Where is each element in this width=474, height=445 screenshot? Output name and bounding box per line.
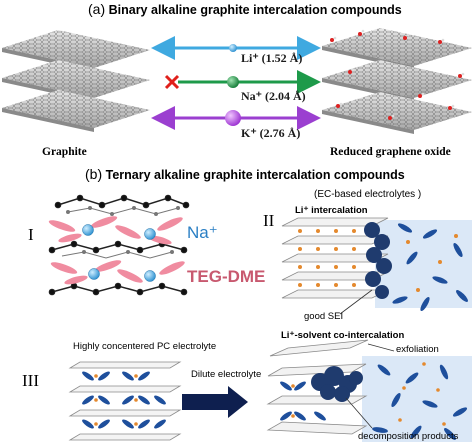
- numeral-II: II: [263, 211, 275, 230]
- carbon-layer: [48, 240, 188, 259]
- rgo-stack: [322, 28, 472, 134]
- li-ion-ball: [229, 44, 237, 52]
- carbon-layer: [48, 282, 188, 296]
- exfoliation-pointer: [367, 343, 395, 352]
- li-ion-path: [151, 36, 321, 60]
- numeral-III: III: [22, 371, 39, 390]
- k-ion-path: [151, 106, 321, 130]
- dilute-arrow: [182, 386, 248, 418]
- graphite-label: Graphite: [42, 146, 87, 158]
- sei-pointer: [339, 289, 373, 315]
- carbon-layer: [54, 194, 190, 216]
- solvent-molecules: [392, 223, 468, 312]
- numeral-I: I: [28, 225, 34, 244]
- exfoliation-label: exfoliation: [396, 344, 439, 355]
- li-ion-label: Li⁺ (1.52 Å): [241, 51, 303, 65]
- decomposition-label: decomposition products: [358, 431, 459, 442]
- teg-dme-molecules: [48, 216, 185, 285]
- k-ion-ball: [225, 110, 241, 126]
- graphite-layers: [281, 217, 389, 299]
- teg-dme-label: TEG-DME: [187, 267, 266, 286]
- exfoliated-layers: [266, 339, 369, 435]
- na-ion-ball: [227, 76, 239, 88]
- li-intercalation-label: Li⁺ intercalation: [295, 205, 368, 216]
- panel-a-letter: (a): [88, 1, 106, 17]
- li-ions: [94, 374, 138, 426]
- na-ion-label: Na⁺ (2.04 Å): [241, 89, 306, 103]
- panel-b-title: (b) Ternary alkaline graphite intercalat…: [85, 167, 405, 182]
- pc-molecules: [82, 371, 166, 429]
- graphite-stack: [2, 30, 150, 132]
- graphite-sheet: [2, 90, 150, 132]
- panel-b-letter: (b): [85, 166, 103, 182]
- good-sei-label: good SEI: [304, 311, 344, 322]
- decomposition-products: [311, 366, 363, 402]
- concentrated-pc-label: Highly concentered PC electrolyte: [73, 341, 217, 352]
- panel-I-schematic: [48, 194, 190, 296]
- na-ions: [82, 224, 156, 282]
- blocked-cross-icon: [164, 74, 180, 90]
- na-label: Na⁺: [187, 223, 218, 242]
- panel-III-right-schematic: [266, 339, 472, 442]
- ec-electrolyte-label: (EC-based electrolytes ): [314, 189, 422, 200]
- decomposition-pointer: [345, 397, 373, 429]
- li-ions: [298, 229, 458, 292]
- sei-layer: [364, 222, 392, 299]
- panel-a-title-text: Binary alkaline graphite intercalation c…: [108, 3, 402, 17]
- rgo-label: Reduced graphene oxide: [330, 146, 451, 158]
- li-ions: [291, 362, 446, 426]
- panel-II-schematic: [281, 217, 472, 315]
- panel-III-left-schematic: [68, 361, 182, 441]
- co-intercalation-label: Li⁺-solvent co-intercalation: [281, 330, 405, 341]
- solvent-molecules: [280, 364, 468, 440]
- na-ion-path: [164, 70, 321, 94]
- dilute-electrolyte-label: Dilute electrolyte: [191, 369, 262, 380]
- oxygen-groups: [330, 29, 465, 120]
- k-ion-label: K⁺ (2.76 Å): [241, 126, 301, 140]
- graphite-layers: [68, 361, 182, 441]
- panel-b-title-text: Ternary alkaline graphite intercalation …: [105, 168, 405, 182]
- panel-a-title: (a) Binary alkaline graphite intercalati…: [88, 2, 402, 17]
- rgo-sheet: [322, 92, 472, 134]
